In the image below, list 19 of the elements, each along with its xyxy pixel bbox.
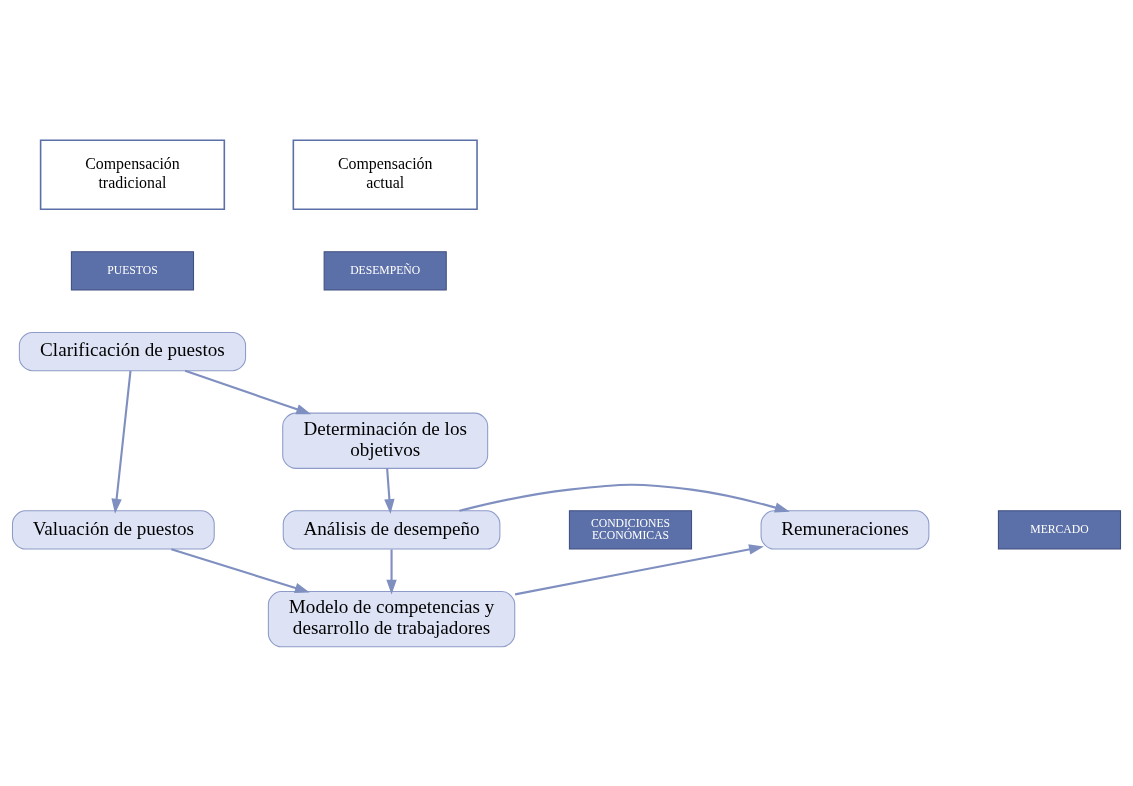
node-box: Determinación de los objetivos xyxy=(282,412,489,469)
node-box: Clarificación de puestos xyxy=(18,331,247,371)
node-box: DESEMPEÑO xyxy=(323,250,447,290)
arrow xyxy=(459,483,790,513)
node-box: Remuneraciones xyxy=(760,509,930,550)
node-box: Compensación tradicional xyxy=(39,138,226,210)
node-box: Compensación actual xyxy=(292,138,478,210)
arrow xyxy=(386,549,397,595)
node-box: MERCADO xyxy=(997,509,1122,550)
node-box: CONDICIONES ECONÓMICAS xyxy=(568,509,693,550)
arrow xyxy=(384,467,395,514)
arrow xyxy=(184,369,312,414)
arrow xyxy=(171,547,310,593)
arrow xyxy=(111,370,132,514)
node-box: Análisis de desempeño xyxy=(282,509,501,550)
node-box: PUESTOS xyxy=(70,250,195,290)
arrow xyxy=(514,543,764,595)
node-box: Modelo de competencias y desarrollo de trabajadores xyxy=(267,590,516,647)
node-box: Valuación de puestos xyxy=(11,509,215,550)
